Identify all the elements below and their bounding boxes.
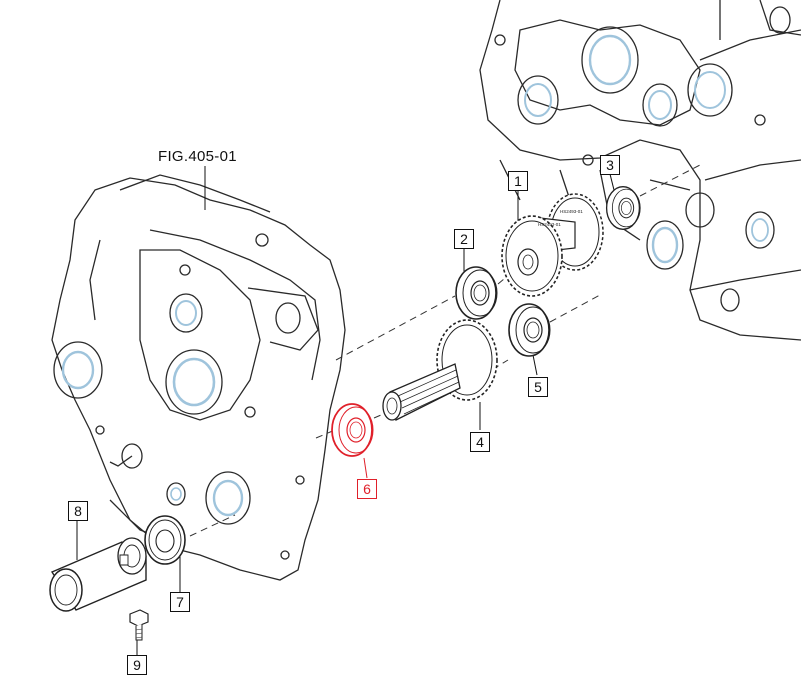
front-cover (51, 174, 346, 581)
callout-1[interactable]: 1 (508, 171, 528, 191)
part-8-sleeve (49, 537, 147, 612)
part-6-bearing-highlighted (331, 403, 374, 457)
part-3-bearing (605, 186, 641, 230)
callout-7[interactable]: 7 (170, 592, 190, 612)
part-4-shaft-gear (382, 319, 498, 421)
callout-5[interactable]: 5 (528, 377, 548, 397)
callout-2[interactable]: 2 (454, 229, 474, 249)
callout-9[interactable]: 9 (127, 655, 147, 675)
part-1-double-gear: HS2493-01 HS2493-01 (501, 193, 604, 297)
part-7-washer (144, 515, 186, 565)
part-9-bolt (129, 609, 149, 641)
part-2-bearing (455, 266, 498, 320)
callout-3[interactable]: 3 (600, 155, 620, 175)
callout-6-highlighted[interactable]: 6 (357, 479, 377, 499)
callout-8[interactable]: 8 (68, 501, 88, 521)
gear-stamp-text-secondary: HS2493-01 (560, 209, 583, 214)
rear-housing (479, 0, 801, 341)
callout-4[interactable]: 4 (470, 432, 490, 452)
gear-stamp-text: HS2493-01 (538, 222, 561, 227)
part-5-bearing (508, 303, 551, 357)
figure-reference-label: FIG.405-01 (158, 148, 237, 165)
leader-lines (76, 166, 615, 655)
